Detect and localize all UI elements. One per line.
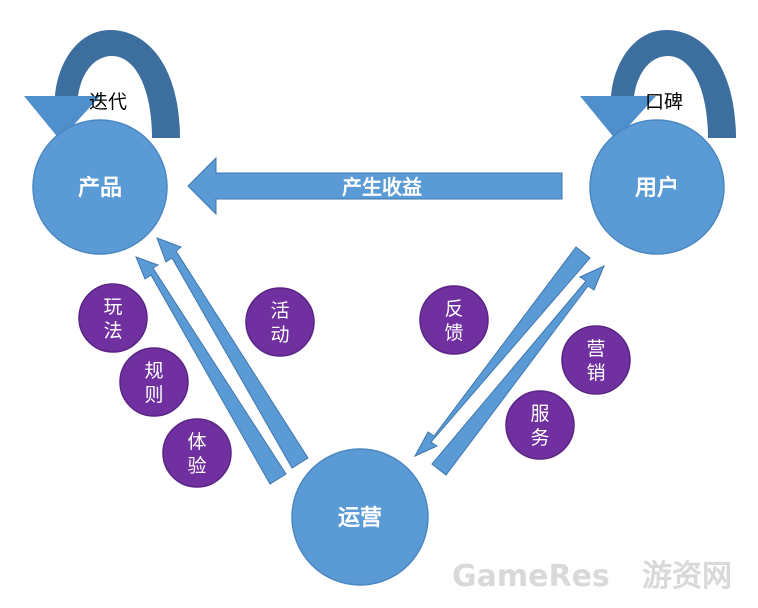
tag-experience-line2: 验 <box>187 455 206 477</box>
tag-service: 服 务 <box>505 390 575 460</box>
watermark-brand: GameRes <box>452 559 610 594</box>
product-node: 产品 <box>32 119 168 255</box>
tag-marketing: 营 销 <box>561 325 631 395</box>
iteration-label: 迭代 <box>89 91 127 113</box>
tag-feedback-line2: 馈 <box>444 322 463 344</box>
tag-rules: 规 则 <box>119 347 189 417</box>
operation-node-label: 运营 <box>338 506 382 531</box>
tag-experience: 体 验 <box>162 418 232 488</box>
product-node-label: 产品 <box>78 176 122 201</box>
watermark-suffix: 游资网 <box>642 559 732 594</box>
tag-gameplay: 玩 法 <box>78 283 148 353</box>
tag-rules-line2: 则 <box>144 384 163 406</box>
tag-feedback-line1: 反 <box>444 298 463 320</box>
user-node-label: 用户 <box>635 175 679 201</box>
tag-marketing-line1: 营 <box>586 338 605 360</box>
revenue-label: 产生收益 <box>342 175 422 199</box>
tag-activity-line1: 活 <box>270 300 289 322</box>
tag-feedback: 反 馈 <box>419 285 489 355</box>
tag-service-line1: 服 <box>530 403 549 425</box>
tag-marketing-line2: 销 <box>586 362 605 384</box>
user-to-operation-arrow <box>413 246 591 458</box>
user-node: 用户 <box>589 119 725 255</box>
operation-to-product-arrow-outer <box>135 256 287 485</box>
watermark: GameRes 游资网 <box>452 559 732 594</box>
tag-gameplay-line1: 玩 <box>103 296 122 318</box>
tag-gameplay-line2: 法 <box>103 320 122 342</box>
word-of-mouth-loop-arrow <box>580 30 736 140</box>
tag-activity-line2: 动 <box>270 324 289 346</box>
tag-rules-line1: 规 <box>144 360 163 382</box>
iteration-loop-arrow <box>24 30 180 140</box>
operation-to-product-arrow-inner <box>156 237 309 469</box>
operation-to-user-arrow <box>431 265 605 476</box>
tag-experience-line1: 体 <box>187 431 206 453</box>
operation-node: 运营 <box>291 448 429 586</box>
word-of-mouth-label: 口碑 <box>645 91 683 113</box>
tag-activity: 活 动 <box>245 287 315 357</box>
tag-service-line2: 务 <box>530 427 549 449</box>
revenue-arrow <box>187 156 563 216</box>
